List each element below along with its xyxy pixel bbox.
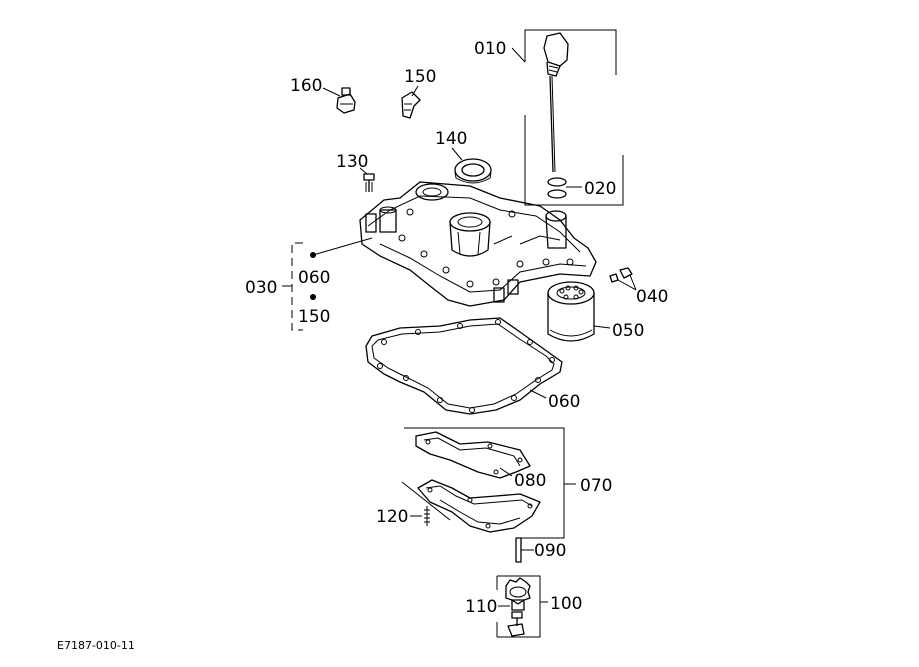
part-080-plate-upper [415, 431, 531, 479]
group-030-bracket [282, 237, 373, 331]
part-050-oil-filter [547, 281, 595, 342]
bracket-010-lower [524, 115, 624, 206]
label-020: 020 [584, 179, 616, 199]
label-040: 040 [636, 287, 668, 307]
bracket-100 [497, 575, 541, 638]
bracket-070 [404, 427, 565, 539]
label-130: 130 [336, 152, 368, 172]
label-080: 080 [514, 471, 546, 491]
part-150-elbow-fitting [401, 91, 421, 119]
part-070-plate-lower [417, 479, 541, 533]
part-110-bolt [507, 611, 525, 637]
figure-code: E7187-010-11 [57, 639, 135, 652]
label-140: 140 [435, 129, 467, 149]
label-030: 030 [245, 278, 277, 298]
part-020-o-rings [547, 177, 567, 199]
label-110: 110 [465, 597, 497, 617]
part-130-bolt [363, 173, 375, 192]
part-090-pin [515, 537, 522, 563]
label-070: 070 [580, 476, 612, 496]
gear-case-housing [359, 181, 597, 307]
label-060: 060 [548, 392, 580, 412]
label-150-group: 150 [298, 307, 330, 327]
label-100: 100 [550, 594, 582, 614]
bracket-010 [524, 29, 617, 75]
label-090: 090 [534, 541, 566, 561]
part-100-gear [505, 577, 531, 611]
part-160-breather [336, 87, 356, 114]
part-060-gasket [365, 317, 563, 415]
label-050: 050 [612, 321, 644, 341]
label-060-group: 060 [298, 268, 330, 288]
label-120: 120 [376, 507, 408, 527]
label-160: 160 [290, 76, 322, 96]
part-140-oil-seal [454, 158, 492, 184]
part-040-plug [609, 267, 633, 283]
label-150: 150 [404, 67, 436, 87]
label-010: 010 [474, 39, 506, 59]
part-010-dipstick [543, 32, 569, 173]
part-120-screw [424, 506, 430, 526]
